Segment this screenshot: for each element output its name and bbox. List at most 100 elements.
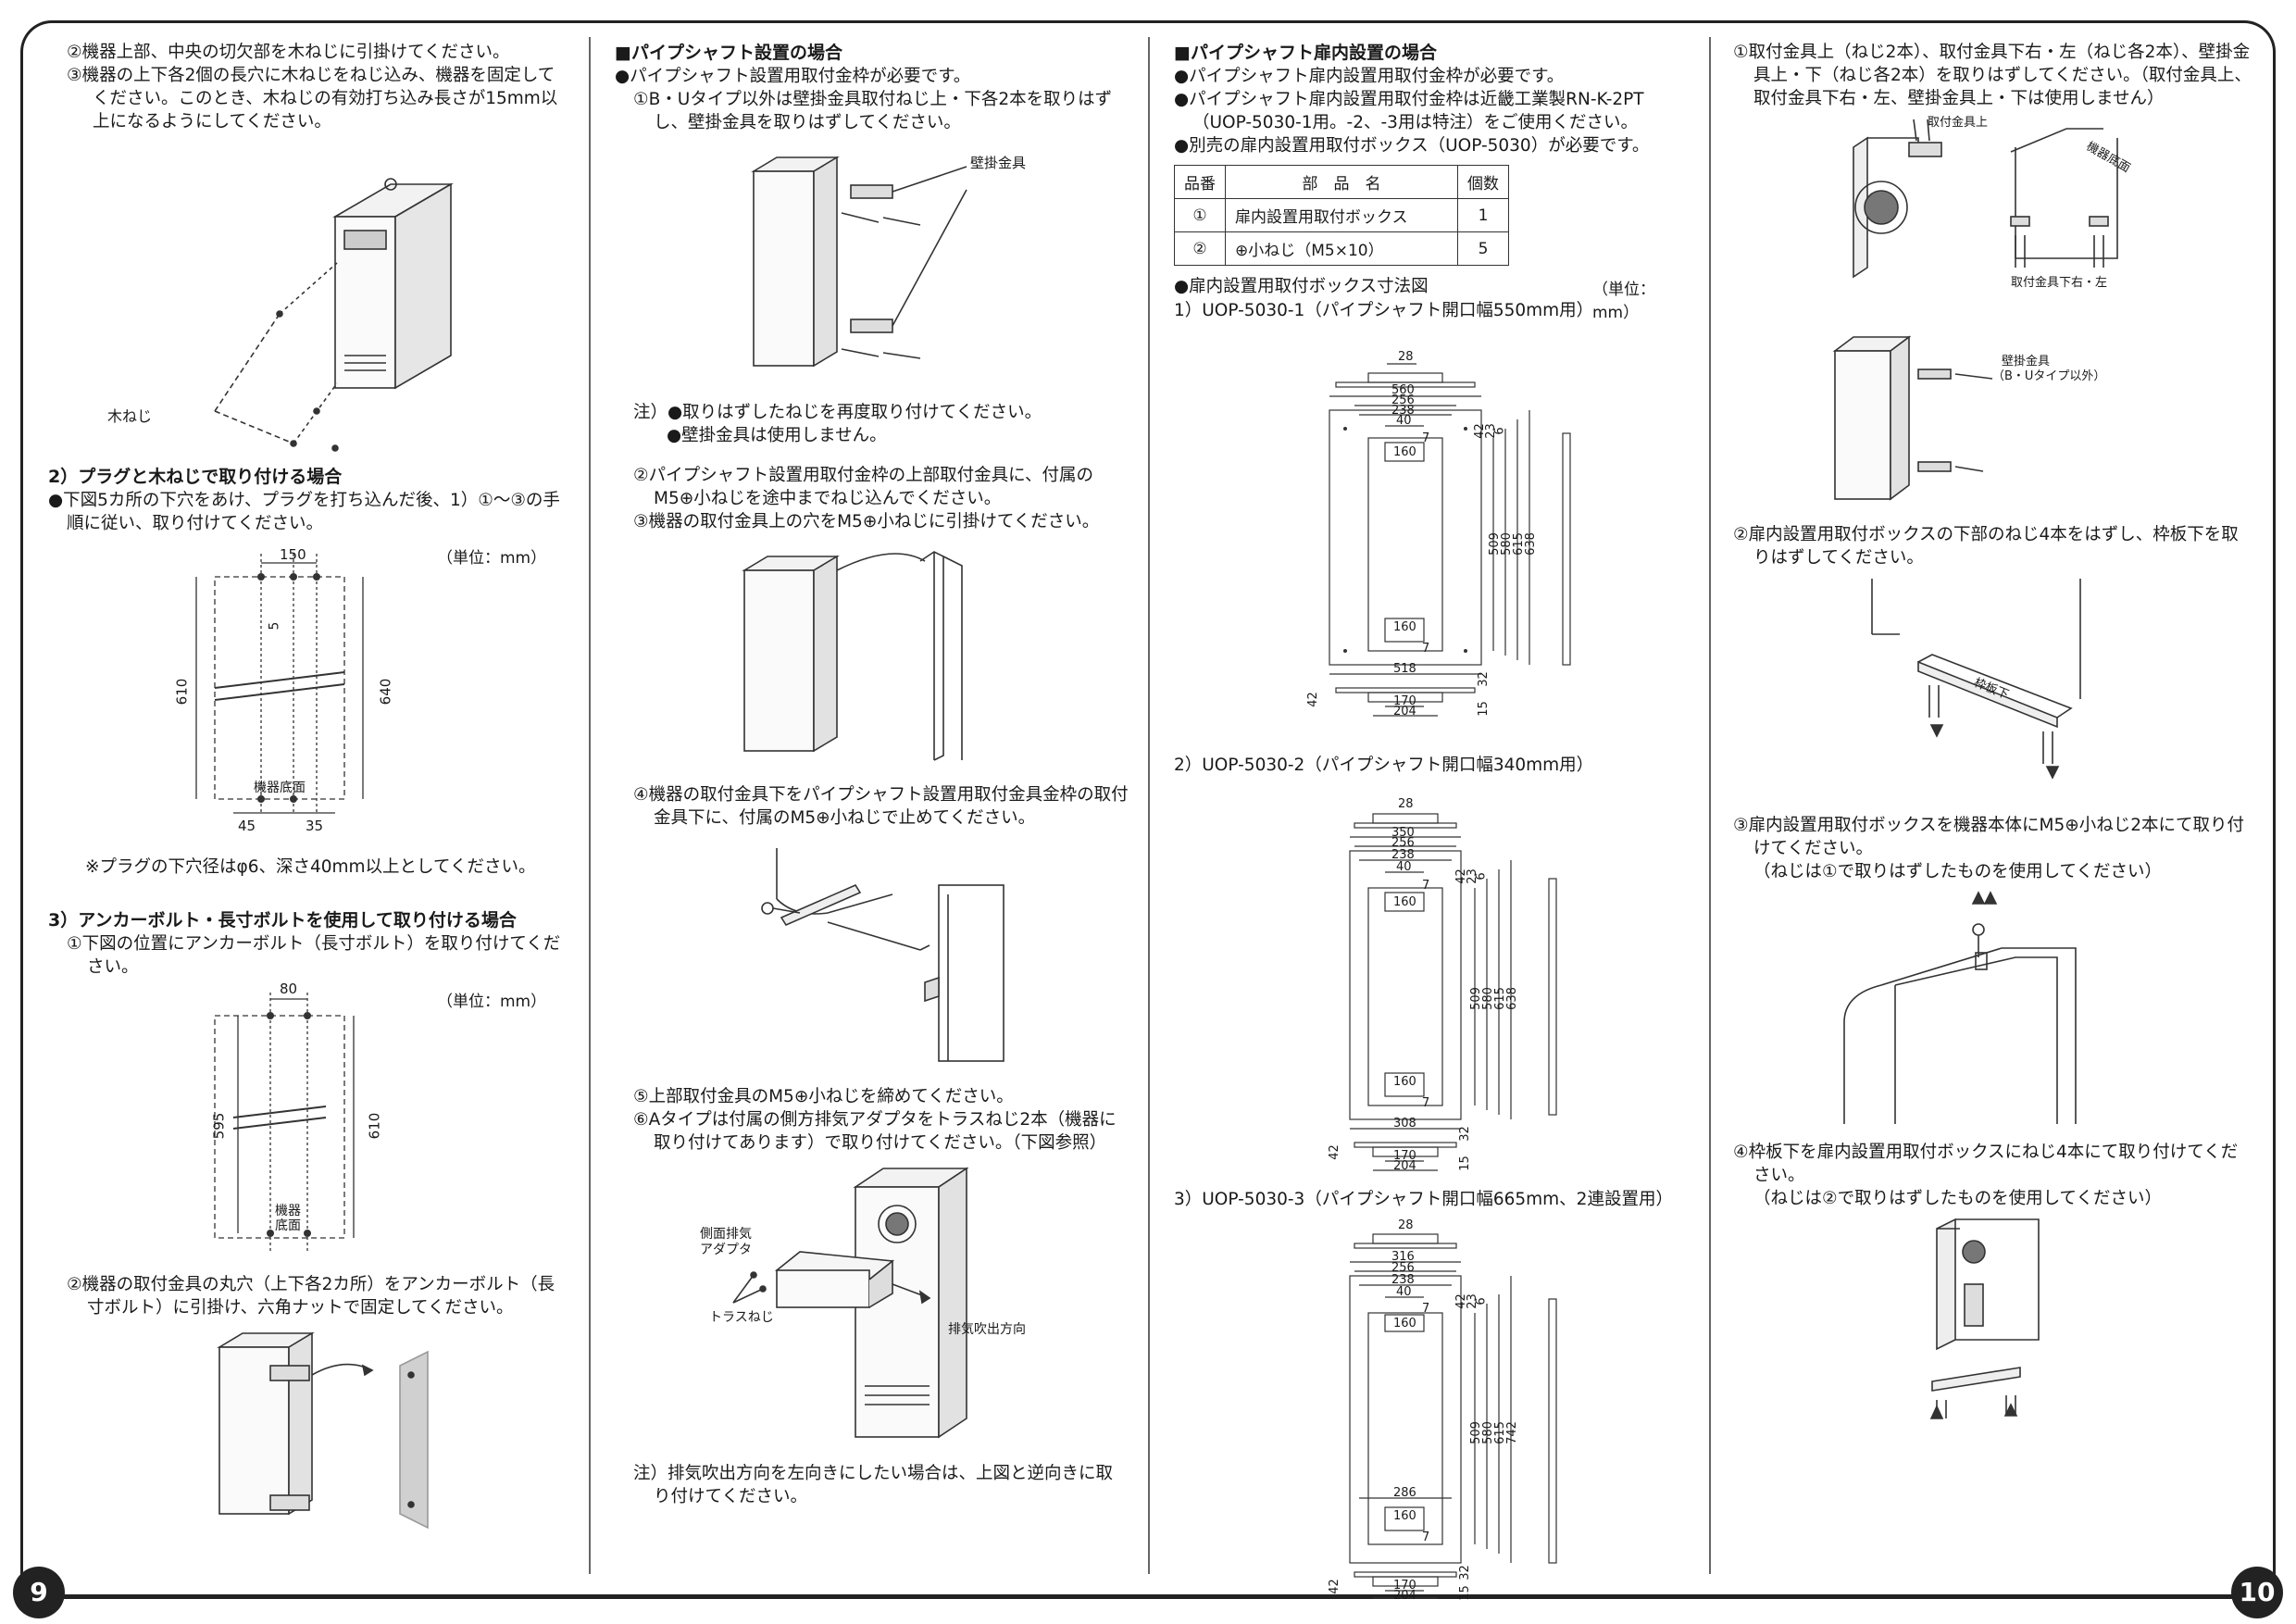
requirement-text: ●パイプシャフト設置用取付金枠が必要です。: [615, 67, 971, 86]
table-cell: ⊕小ねじ（M5×10）: [1225, 231, 1458, 266]
dim: 42: [1327, 1144, 1341, 1160]
column-3: ■パイプシャフト扉内設置の場合 ●パイプシャフト扉内設置用取付金枠が必要です。 …: [1174, 41, 1692, 1603]
dim: 160: [1393, 1509, 1416, 1523]
dim-35: 35: [306, 818, 324, 834]
dim: 160: [1393, 620, 1416, 634]
dim: 7: [1422, 1302, 1430, 1316]
dim: 6: [1474, 1297, 1489, 1305]
dim: 638: [1504, 987, 1519, 1010]
dim: 238: [1391, 404, 1415, 418]
table-header: 品番: [1174, 165, 1226, 199]
dim: 256: [1391, 1261, 1415, 1275]
dim: 32: [1457, 1565, 1472, 1580]
box-title: 2）UOP-5030-2（パイプシャフト開口幅340mm用）: [1174, 756, 1594, 775]
dim: 170: [1393, 1579, 1416, 1593]
column-divider-2: [1148, 37, 1150, 1574]
dim: 7: [1422, 1096, 1430, 1110]
box-2-drawing: [1349, 813, 1557, 1171]
dim: 742: [1504, 1421, 1519, 1444]
table-header: 部 品 名: [1225, 165, 1458, 199]
requirement-text: ●パイプシャフト扉内設置用取付金枠が必要です。: [1174, 67, 1565, 86]
dim: 7: [1422, 1530, 1430, 1544]
step-text: ①B・Uタイプ以外は壁掛金具取付ねじ上・下各2本を取りはずし、壁掛金具を取りはず…: [633, 90, 1113, 132]
anchor-mount-illustration: [217, 1331, 429, 1530]
figure-box-attach: [1733, 883, 2252, 1133]
bottom-rule: [37, 1594, 2259, 1599]
step-text: ①取付金具上（ねじ2本）、取付金具下右・左（ねじ各2本）、壁掛金具上・下（ねじ各…: [1733, 43, 2252, 108]
dim-150: 150: [280, 546, 306, 563]
figure-anchor-mount: [48, 1319, 567, 1532]
dim: 204: [1393, 705, 1416, 718]
label-bottom-bracket: 取付金具下右・左: [2011, 276, 2108, 290]
requirement-text: ●別売の扉内設置用取付ボックス（UOP-5030）が必要です。: [1174, 136, 1650, 156]
dim: 238: [1391, 848, 1415, 862]
box-title: 1）UOP-5030-1（パイプシャフト開口幅550mm用）: [1174, 301, 1594, 320]
dim: 256: [1391, 836, 1415, 850]
dim: 32: [1457, 1126, 1472, 1142]
dim-80: 80: [280, 981, 298, 997]
column-divider-1: [589, 37, 591, 1574]
box-3-drawing: [1349, 1233, 1557, 1599]
section-heading-plug: 2）プラグと木ねじで取り付ける場合: [48, 467, 343, 487]
step-text: ③扉内設置用取付ボックスを機器本体にM5⊕小ねじ2本にて取り付けてください。: [1733, 816, 2245, 858]
table-row: ① 扉内設置用取付ボックス 1: [1174, 198, 1509, 232]
wood-screw-diagram: [214, 178, 454, 452]
figure-bracket-removal: 取付金具上 機器底面 取付金具下右・左: [1733, 110, 2252, 323]
label-wall-bracket-note: （B・Uタイプ以外）: [1992, 369, 2106, 383]
step-text: ②機器上部、中央の切欠部を木ねじに引掛けてください。: [67, 43, 510, 62]
anchor-dimension-diagram: [214, 993, 355, 1252]
lower-fix-illustration: [761, 848, 1004, 1062]
dim: 160: [1393, 445, 1416, 459]
plug-note: ※プラグの下穴径はφ6、深さ40mm以上としてください。: [85, 857, 536, 877]
column-4: ①取付金具上（ねじ2本）、取付金具下右・左（ねじ各2本）、壁掛金具上・下（ねじ各…: [1733, 41, 2252, 1432]
dim: 170: [1393, 1149, 1416, 1163]
dim: 40: [1396, 860, 1412, 874]
dim-640: 640: [377, 678, 394, 706]
label-exhaust-direction: 排気吹出方向: [948, 1322, 1026, 1337]
dim: 286: [1393, 1486, 1416, 1500]
wall-bracket-illustration: [751, 156, 967, 368]
figure-frame-plate-attach: [1733, 1210, 2252, 1432]
step-note: （ねじは①で取りはずしたものを使用してください）: [1753, 862, 2162, 881]
dim: 256: [1391, 394, 1415, 407]
dim: 42: [1327, 1579, 1341, 1594]
hook-frame-illustration: [742, 551, 963, 761]
label-unit-bottom: 機器底面: [254, 781, 306, 795]
dim: 28: [1398, 1218, 1414, 1232]
dim: 238: [1391, 1273, 1415, 1287]
dim: 160: [1393, 1075, 1416, 1089]
figure-box-1: 28 560 256 238 40 160 160 518 170 204 42…: [1174, 322, 1692, 720]
figure-wall-bracket: 壁掛金具 （B・Uタイプ以外）: [1733, 323, 2252, 508]
step-note: （ねじは②で取りはずしたものを使用してください）: [1753, 1189, 2162, 1208]
table-cell: ①: [1174, 198, 1226, 232]
dim: 32: [1476, 671, 1491, 687]
figure-frame-plate-removal: 枠板下: [1733, 569, 2252, 801]
table-cell: 5: [1457, 231, 1509, 266]
page-number-right: 10: [2231, 1567, 2283, 1618]
dimension-title-row: ●扉内設置用取付ボックス寸法図 （単位：mm）: [1174, 275, 1692, 322]
unit-label: （単位：mm）: [437, 993, 547, 1011]
step-text: ②パイプシャフト設置用取付金枠の上部取付金具に、付属のM5⊕小ねじを途中までねじ…: [633, 466, 1094, 508]
box-title: 3）UOP-5030-3（パイプシャフト開口幅665mm、2連設置用）: [1174, 1190, 1673, 1209]
column-1: ②機器上部、中央の切欠部を木ねじに引掛けてください。 ③機器の上下各2個の長穴に…: [48, 41, 567, 1532]
table-header: 個数: [1457, 165, 1509, 199]
section-heading-pipe-shaft: ■パイプシャフト設置の場合: [615, 43, 842, 63]
figure-wall-bracket-removal: 壁掛金具: [615, 134, 1129, 384]
dim: 7: [1422, 879, 1430, 893]
section-heading-anchor: 3）アンカーボルト・長寸ボルトを使用して取り付ける場合: [48, 910, 517, 931]
dim-610: 610: [366, 1112, 383, 1140]
step-text: ③機器の取付金具上の穴をM5⊕小ねじに引掛けてください。: [633, 512, 1100, 531]
step-text: ①下図の位置にアンカーボルト（長寸ボルト）を取り付けてください。: [67, 934, 561, 977]
table-cell: 1: [1457, 198, 1509, 232]
dim: 15: [1457, 1585, 1472, 1601]
label-unit-bottom-2: 底面: [275, 1218, 301, 1233]
label-wall-bracket: 壁掛金具: [970, 155, 1027, 171]
note-text: ●壁掛金具は使用しません。: [667, 426, 887, 445]
unit-label: （単位：mm）: [437, 549, 547, 568]
step-text: ④枠板下を扉内設置用取付ボックスにねじ4本にて取り付けてください。: [1733, 1143, 2239, 1185]
step-text: ②機器の取付金具の丸穴（上下各2カ所）をアンカーボルト（長寸ボルト）に引掛け、六…: [67, 1275, 555, 1318]
table-cell: 扉内設置用取付ボックス: [1225, 198, 1458, 232]
dim: 350: [1391, 826, 1415, 840]
figure-anchor-positions: （単位：mm） 80 595 610 機器 底面: [48, 979, 567, 1256]
step-text: ⑤上部取付金具のM5⊕小ねじを締めてください。: [633, 1087, 1014, 1106]
